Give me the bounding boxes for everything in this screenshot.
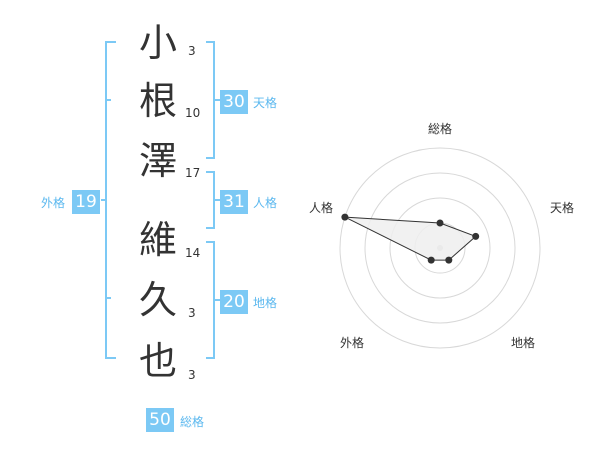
radar-polygon [344,216,477,261]
tenkaku-label: 天格 [253,96,278,110]
gaikaku-label: 外格 [41,196,66,210]
radar-grid-ring-4 [339,147,541,349]
stroke-count-2: 10 [185,106,201,120]
soukaku-label: 総格 [180,415,205,429]
stroke-count-6: 3 [188,368,196,382]
radar-label-top: 総格 [428,122,453,136]
jinkaku-label: 人格 [253,196,278,210]
radar-label-upper-left: 人格 [309,201,334,215]
name-char-5: 久 [138,278,177,322]
chikaku-label: 地格 [253,296,278,310]
radar-label-lower-left: 外格 [340,336,365,350]
gaikaku-value: 19 [72,190,100,214]
tenkaku-value: 30 [220,90,248,114]
chikaku-value: 20 [220,290,248,314]
name-char-3: 澤 [138,139,177,183]
name-char-2: 根 [138,79,177,123]
stroke-count-3: 17 [185,166,201,180]
radar-grid-ring-3 [364,172,516,324]
radar-point-jinkaku [341,213,349,221]
name-char-4: 維 [138,218,177,262]
radar-point-tenkaku [472,232,480,240]
stroke-count-5: 3 [188,306,196,320]
jinkaku-value: 31 [220,190,248,214]
radar-label-lower-right: 地格 [511,336,536,350]
name-char-6: 也 [138,339,177,383]
radar-point-gaikaku [427,256,435,264]
radar-point-chikaku [445,256,453,264]
name-char-1: 小 [138,21,177,65]
stroke-count-4: 14 [185,246,201,260]
radar-point-soukaku [436,219,444,227]
radar-label-upper-right: 天格 [550,201,575,215]
radar-grid-ring-2 [389,197,491,299]
soukaku-value: 50 [146,408,174,432]
stroke-count-1: 3 [188,44,196,58]
